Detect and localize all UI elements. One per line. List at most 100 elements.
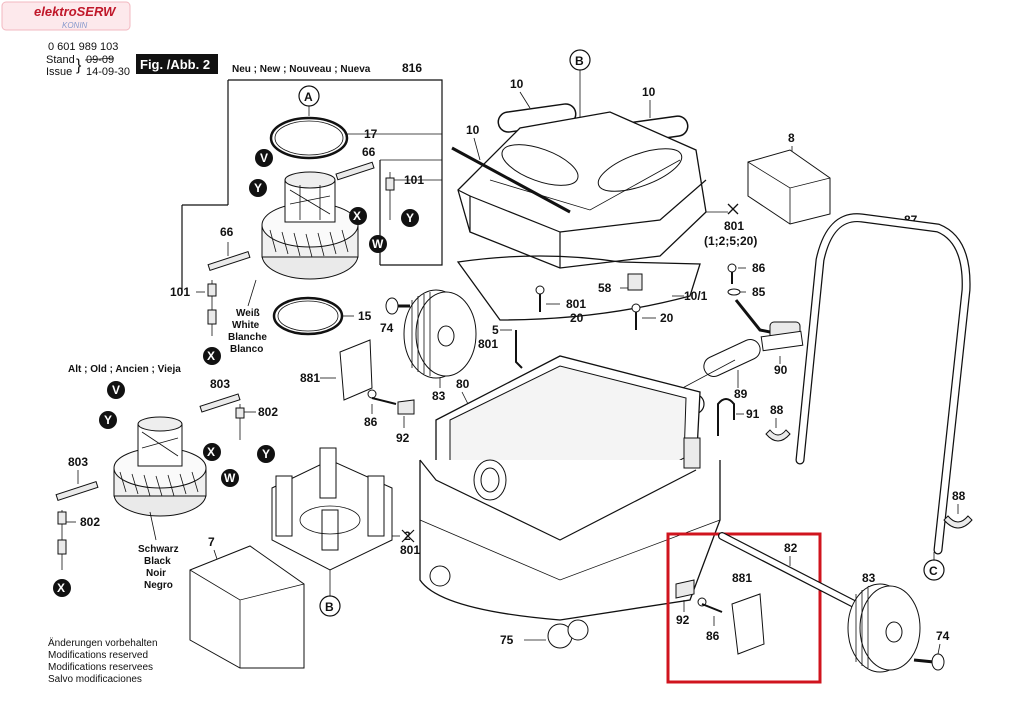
callout-y-2: Y <box>406 211 414 225</box>
bracket-92-box <box>675 579 695 599</box>
pin-74-top <box>385 297 399 315</box>
bracket-5 <box>515 330 523 369</box>
part-90: 90 <box>774 363 788 377</box>
watermark: elektroSERW KONIN <box>1 1 131 31</box>
holder-88-bottom <box>943 515 973 529</box>
color-black-0: Schwarz <box>138 544 179 555</box>
part-58: 58 <box>598 281 612 295</box>
callout-c-right: C <box>929 564 938 578</box>
cover-881-top <box>339 339 373 401</box>
cover-881-box <box>731 593 765 655</box>
part-10-b: 10 <box>642 85 656 99</box>
carbon-brush-803-top <box>199 393 241 413</box>
part-20-right: 20 <box>660 311 674 325</box>
callout-w: W <box>372 237 384 251</box>
part-816: 816 <box>402 61 422 75</box>
issue-date: 14-09-30 <box>86 66 130 78</box>
part-881-top: 881 <box>300 371 320 385</box>
motor-new-heading: Neu ; New ; Nouveau ; Nueva <box>232 64 371 75</box>
seal-ring-17 <box>269 116 349 160</box>
power-cord-90 <box>760 330 804 352</box>
part-801-lid: 801 <box>724 219 744 233</box>
holder-88-top <box>765 429 791 442</box>
part-66-top: 66 <box>362 145 376 159</box>
callout-y-old: Y <box>104 413 112 427</box>
footer-line-0: Änderungen vorbehalten <box>48 637 158 649</box>
stand-label: Stand <box>46 54 75 66</box>
footer-line-3: Salvo modificaciones <box>48 674 142 685</box>
part-802-top: 802 <box>258 405 278 419</box>
part-88-top: 88 <box>770 403 784 417</box>
part-801-screw: 801 <box>566 297 586 311</box>
part-801-bracket: 801 <box>478 337 498 351</box>
pin-74-bottom <box>931 653 945 671</box>
callout-w-old: W <box>224 471 236 485</box>
wheel-group-bottom: 83 74 <box>847 571 950 673</box>
footer-line-2: Modifications reservees <box>48 662 153 673</box>
callout-b-2: B <box>325 600 334 614</box>
highlight-box <box>666 532 822 684</box>
hose-piece-89 <box>703 339 761 377</box>
part-17: 17 <box>364 127 378 141</box>
part-801-base: 801 <box>400 543 420 557</box>
callout-x: X <box>353 209 361 223</box>
lid-gasket-10-1 <box>456 255 701 321</box>
callout-y: Y <box>254 181 262 195</box>
motor-old-heading: Alt ; Old ; Ancien ; Vieja <box>68 364 181 375</box>
part-82: 82 <box>784 541 798 555</box>
header-block: 0 601 989 103 Stand Issue } 09-09 14-09-… <box>46 41 218 78</box>
motor-old <box>113 416 207 517</box>
part-881-box: 881 <box>732 571 752 585</box>
brace: } <box>76 57 82 74</box>
color-white-1: White <box>232 320 260 331</box>
carbon-brush-803-left <box>55 481 99 501</box>
part-74-bottom: 74 <box>936 629 950 643</box>
motor-old-group: Alt ; Old ; Ancien ; Vieja V Y 803 802 X… <box>53 364 278 597</box>
part-83-top: 83 <box>432 389 446 403</box>
callout-y-old-2: Y <box>262 447 270 461</box>
part-101-left: 101 <box>170 285 190 299</box>
part-74-top: 74 <box>380 321 394 335</box>
part-803-top: 803 <box>210 377 230 391</box>
callout-a: A <box>304 90 313 104</box>
figure-label: Fig. /Abb. 2 <box>140 57 210 72</box>
color-black-1: Black <box>144 556 171 567</box>
push-handle-87 <box>796 214 970 554</box>
callout-b: B <box>575 54 584 68</box>
part-85: 85 <box>752 285 766 299</box>
carbon-brush-66 <box>335 161 375 181</box>
part-10-1: 10/1 <box>684 289 708 303</box>
motor-new-group: Neu ; New ; Nouveau ; Nueva 816 A 17 V Y… <box>170 61 443 365</box>
issue-label: Issue <box>46 66 72 78</box>
part-7: 7 <box>208 535 215 549</box>
part-5: 5 <box>492 323 499 337</box>
part-92-box: 92 <box>676 613 690 627</box>
part-number: 0 601 989 103 <box>48 41 118 53</box>
part-8: 8 <box>788 131 795 145</box>
watermark-brand: elektroSERW <box>34 4 117 19</box>
part-20-left: 20 <box>570 311 584 325</box>
part-88-bottom: 88 <box>952 489 966 503</box>
callout-v: V <box>260 151 268 165</box>
right-parts: 8 87 86 85 90 89 91 88 88 <box>674 131 973 581</box>
footer: Änderungen vorbehalten Modifications res… <box>48 637 158 685</box>
callout-x-2: X <box>207 349 215 363</box>
filter-bag-7 <box>189 545 305 669</box>
color-white-3: Blanco <box>230 344 263 355</box>
color-black-3: Negro <box>144 580 173 591</box>
part-86-center: 86 <box>364 415 378 429</box>
part-92-center: 92 <box>396 431 410 445</box>
part-86-right: 86 <box>752 261 766 275</box>
color-white-2: Blanche <box>228 332 267 343</box>
clip-91 <box>717 398 735 436</box>
callout-x-old: X <box>207 445 215 459</box>
part-802-left: 802 <box>80 515 100 529</box>
motor-new <box>261 171 359 280</box>
part-83-bottom: 83 <box>862 571 876 585</box>
part-15: 15 <box>358 309 372 323</box>
part-89: 89 <box>734 387 748 401</box>
part-10-c: 10 <box>466 123 480 137</box>
color-black-2: Noir <box>146 568 166 579</box>
part-91: 91 <box>746 407 760 421</box>
callout-v-old: V <box>112 383 120 397</box>
